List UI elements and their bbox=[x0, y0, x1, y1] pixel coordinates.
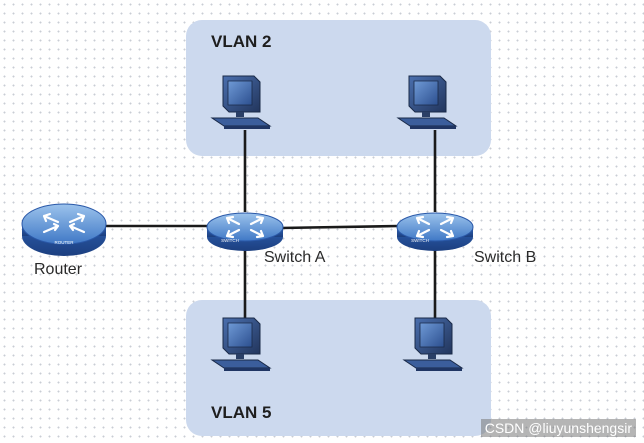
vlan-5-label: VLAN 5 bbox=[211, 403, 272, 422]
switch-b-badge: SWITCH bbox=[411, 238, 429, 243]
watermark: CSDN @liuyunshengsir bbox=[480, 419, 636, 437]
router-icon[interactable] bbox=[20, 202, 108, 258]
switch-icon[interactable] bbox=[205, 211, 285, 253]
links bbox=[70, 130, 437, 322]
router-label: Router bbox=[34, 261, 83, 278]
switch-icon[interactable] bbox=[395, 211, 475, 253]
link-switch-a-switch-b bbox=[279, 224, 399, 230]
switch-a-badge: SWITCH bbox=[221, 238, 239, 243]
switch-b-label: Switch B bbox=[474, 249, 537, 266]
vlan-2-label: VLAN 2 bbox=[211, 32, 272, 51]
switch-a-label: Switch A bbox=[264, 249, 326, 266]
router-badge: ROUTER bbox=[55, 240, 75, 245]
